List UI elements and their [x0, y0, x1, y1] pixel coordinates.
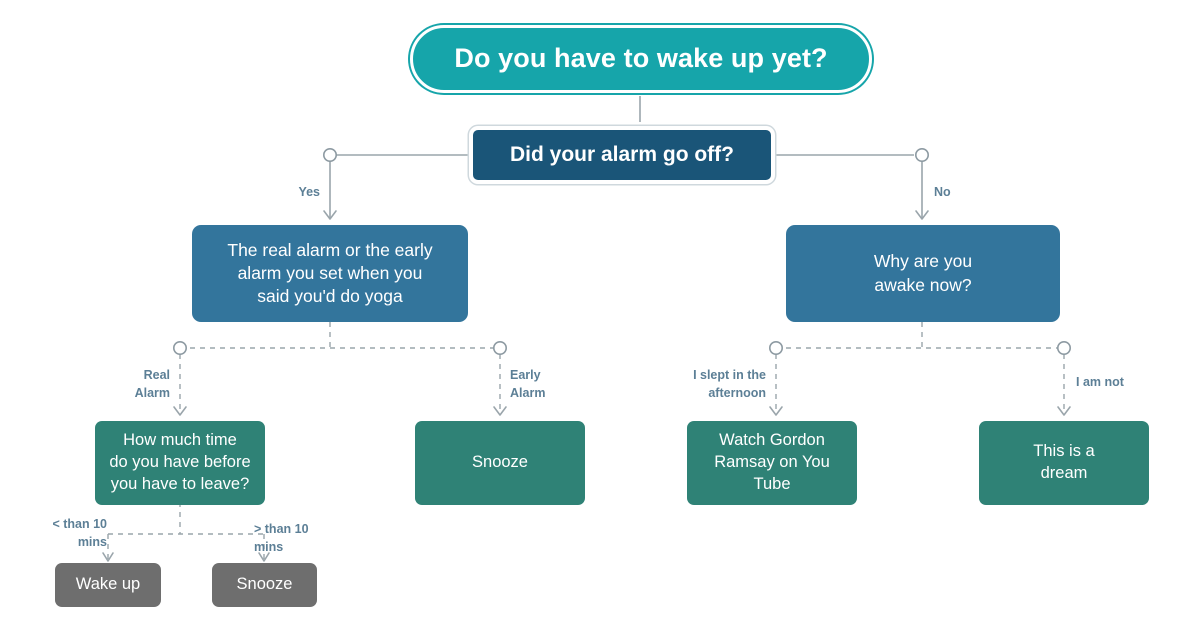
flowchart-title: Do you have to wake up yet?: [410, 25, 872, 93]
edge-yes: [322, 148, 337, 220]
node-right-branch[interactable]: Why are you awake now?: [786, 225, 1060, 322]
edge-label-real-alarm: Real Alarm: [134, 368, 170, 401]
node-root-question[interactable]: Did your alarm go off?: [469, 126, 775, 184]
edge-label-yes: Yes: [298, 185, 320, 199]
node-this-is-a-dream[interactable]: This is a dream: [979, 421, 1149, 505]
edge-right-branch-split: [768, 322, 1072, 416]
edge-left-branch-split: [173, 322, 507, 416]
edge-label-less-than-ten-mins: < than 10 mins: [52, 517, 107, 550]
node-snooze-early-alarm[interactable]: Snooze: [415, 421, 585, 505]
edge-no: [914, 148, 929, 220]
edge-label-more-than-ten-mins: > than 10 mins: [254, 522, 309, 555]
edge-label-slept-in-the-afternoon: I slept in the afternoon: [693, 368, 766, 401]
edge-label-i-am-not: I am not: [1076, 375, 1124, 389]
edge-time-split: [102, 502, 270, 562]
node-snooze-ten-mins[interactable]: Snooze: [212, 563, 317, 607]
node-wake-up[interactable]: Wake up: [55, 563, 161, 607]
node-watch-gordon-ramsay[interactable]: Watch Gordon Ramsay on You Tube: [687, 421, 857, 505]
node-left-branch[interactable]: The real alarm or the early alarm you se…: [192, 225, 468, 322]
edge-label-early-alarm: Early Alarm: [510, 368, 546, 401]
node-how-much-time[interactable]: How much time do you have before you hav…: [95, 421, 265, 505]
edge-label-no: No: [934, 185, 951, 199]
